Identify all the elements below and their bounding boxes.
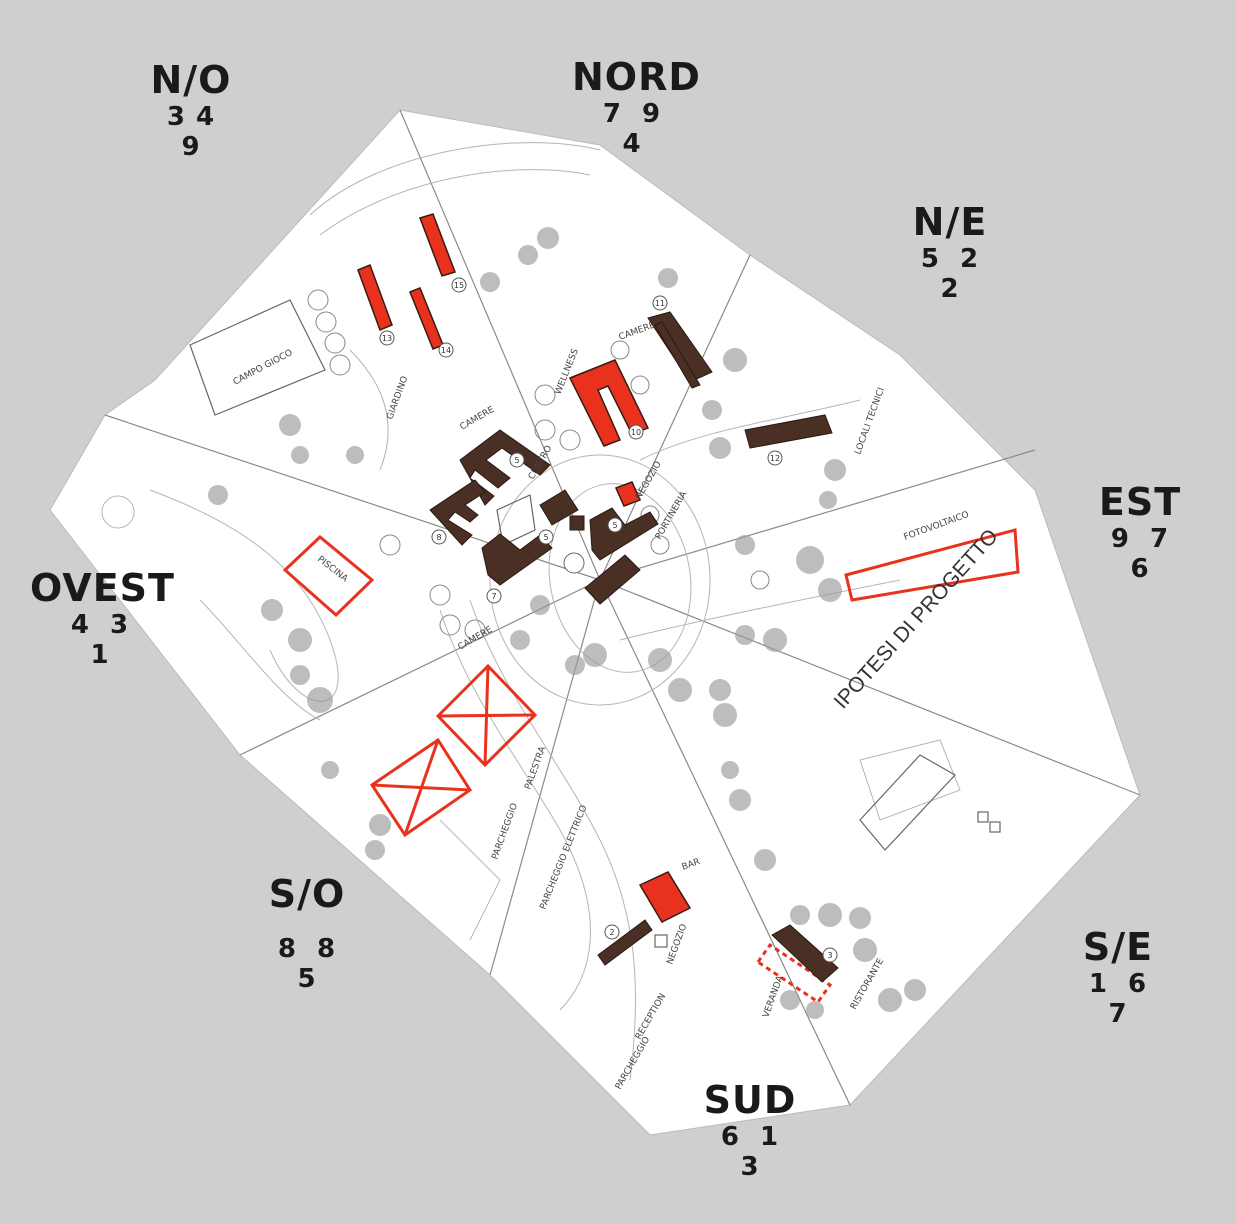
svg-text:3: 3 xyxy=(827,951,832,960)
svg-text:11: 11 xyxy=(655,299,665,308)
direction-label: SUD xyxy=(703,1078,797,1122)
svg-text:2: 2 xyxy=(609,928,614,937)
direction-label: N/O xyxy=(150,58,232,102)
svg-text:8: 8 xyxy=(436,533,441,542)
svg-text:12: 12 xyxy=(770,454,780,463)
roads xyxy=(101,142,961,1081)
svg-text:10: 10 xyxy=(631,428,641,437)
direction-label: S/O xyxy=(268,872,346,916)
red-buildings xyxy=(357,213,692,923)
plaza-fountain xyxy=(563,552,585,574)
svg-text:15: 15 xyxy=(454,281,464,290)
trees xyxy=(208,227,926,1019)
svg-text:5: 5 xyxy=(514,456,519,465)
building-numbers: 13 14 15 11 10 5 8 5 5 7 12 2 3 xyxy=(379,277,838,963)
direction-label: NORD xyxy=(572,55,701,99)
direction-label: N/E xyxy=(912,200,988,244)
red-outline-buildings xyxy=(282,528,1020,1005)
direction-label: OVEST xyxy=(30,566,175,610)
svg-text:13: 13 xyxy=(382,334,392,343)
direction-label: EST xyxy=(1098,480,1182,524)
direction-label: S/E xyxy=(1082,925,1154,969)
svg-text:5: 5 xyxy=(612,521,617,530)
dark-buildings xyxy=(429,311,839,983)
svg-text:7: 7 xyxy=(491,592,496,601)
tree-outlines xyxy=(307,289,770,641)
svg-text:5: 5 xyxy=(543,533,548,542)
plots xyxy=(189,299,1001,948)
svg-text:14: 14 xyxy=(441,346,451,355)
